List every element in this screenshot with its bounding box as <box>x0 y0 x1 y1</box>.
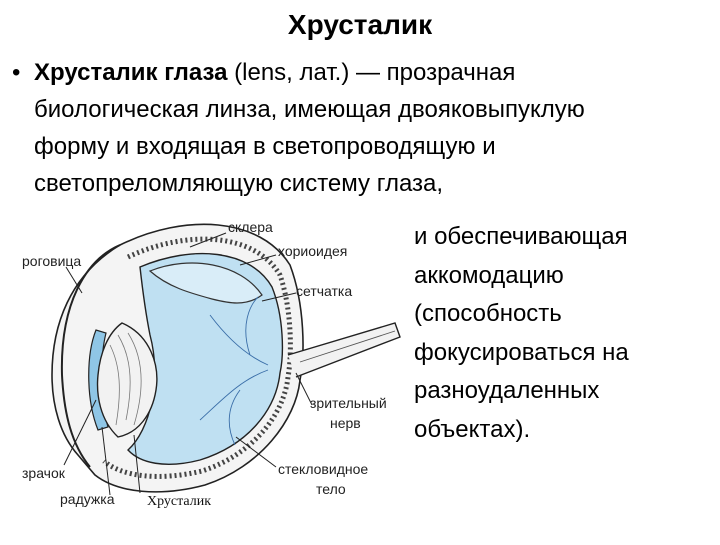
bullet-term: Хрусталик глаза <box>34 59 228 86</box>
optic-nerve-inner <box>299 330 396 363</box>
vitreous-body <box>127 252 284 465</box>
side-line-2: аккомодацию <box>414 261 564 289</box>
label-optic-nerve-2: нерв <box>330 415 361 431</box>
pointer-pupil <box>63 399 97 466</box>
bullet-line-1-rest: (lens, лат.) — прозрачная <box>227 59 516 86</box>
eye-diagram: склера хориоидея сетчатка роговица зрите… <box>0 205 420 540</box>
label-vitreous-2: тело <box>316 481 346 497</box>
bullet-dot-icon: • <box>12 59 21 86</box>
bullet-line-4: светопреломляющую систему глаза, <box>34 170 444 197</box>
retina-fold <box>148 262 263 304</box>
side-line-5: разноудаленных <box>414 377 600 404</box>
optic-nerve <box>287 322 401 378</box>
eye-diagram-svg <box>51 223 401 496</box>
pointer-sclera <box>189 232 227 248</box>
slide-title: Хрусталик <box>287 9 433 40</box>
label-pupil: зрачок <box>22 465 65 481</box>
pointer-optic-nerve <box>295 372 313 406</box>
bullet-line-1: Хрусталик глаза (lens, лат.) — прозрачна… <box>34 54 712 91</box>
cornea-shape <box>60 244 121 468</box>
pointer-lens <box>133 434 141 494</box>
bullet-paragraph: • Хрусталик глаза (lens, лат.) — прозрач… <box>12 54 712 202</box>
lens-striations <box>109 332 142 426</box>
label-pointer-lines <box>63 232 313 496</box>
pointer-retina <box>261 292 297 302</box>
label-cornea: роговица <box>22 253 82 269</box>
label-lens: Хрусталик <box>147 494 212 509</box>
bullet-line-3: форму и входящая в светопроводящую и <box>34 133 496 160</box>
label-retina: сетчатка <box>296 283 353 299</box>
side-line-3: (способность <box>414 300 562 327</box>
lens-shape <box>96 322 158 438</box>
label-iris: радужка <box>60 491 115 507</box>
label-optic-nerve-1: зрительный <box>310 395 387 411</box>
side-line-4: фокусироваться на <box>414 338 629 366</box>
label-sclera: склера <box>228 219 273 235</box>
pointer-vitreous <box>235 436 277 468</box>
bullet-line-2: биологическая линза, имеющая двояковыпук… <box>34 96 585 123</box>
side-text: и обеспечивающая аккомодацию (способност… <box>414 218 714 449</box>
side-line-1: и обеспечивающая <box>414 223 628 250</box>
side-line-6: объектах). <box>414 415 531 443</box>
label-choroid: хориоидея <box>278 243 348 259</box>
bullet-text: Хрусталик глаза (lens, лат.) — прозрачна… <box>12 54 712 202</box>
retina-vessels <box>199 296 269 446</box>
pointer-iris <box>101 426 111 496</box>
label-vitreous-1: стекловидное <box>278 461 369 477</box>
pointer-cornea <box>65 266 83 294</box>
pointer-choroid <box>239 254 277 266</box>
